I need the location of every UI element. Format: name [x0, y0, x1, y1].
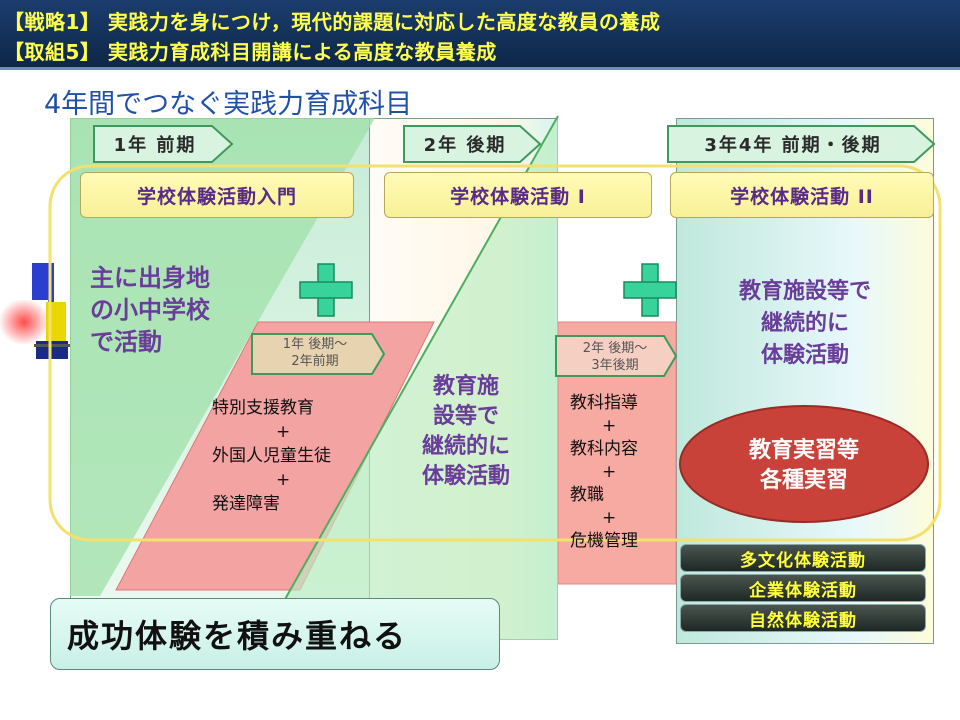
column-1-text-line: で活動: [90, 328, 162, 356]
list-item: 教科内容: [570, 439, 638, 459]
ribbon-year-3-4: 3年4年 前期・後期: [704, 135, 882, 156]
column-3-text-line: 教育施設等で: [738, 279, 871, 304]
tag-period-1-line: 1年 後期～: [282, 337, 348, 352]
tag-period-2-line: 2年 後期～: [582, 341, 648, 356]
oval-practicum: [679, 405, 929, 523]
column-1-text: 主に出身地 の小中学校 で活動: [90, 262, 210, 358]
list-plus: +: [276, 470, 291, 490]
column-1-text-line: 主に出身地: [90, 264, 210, 292]
pill-intro: 学校体験活動入門: [80, 172, 354, 218]
ribbon-arrow-1: [93, 125, 234, 163]
tag-period-2: 2年 後期～ 3年後期: [558, 340, 672, 374]
list-special-support: 特別支援教育 + 外国人児童生徒 + 発達障害: [212, 396, 382, 516]
tag-arrow-1: [251, 333, 386, 375]
column-3-text-line: 体験活動: [760, 343, 849, 368]
header-line-1: 【戦略1】 実践力を身につけ，現代的課題に対応した高度な教員の養成: [4, 10, 661, 34]
yellow-outline: [48, 164, 942, 542]
column-3-text: 教育施設等で 継続的に 体験活動: [700, 276, 910, 372]
tag-period-1-line: 2年前期: [291, 354, 339, 369]
list-subject-guidance: 教科指導 + 教科内容 + 教職 + 危機管理: [570, 392, 670, 553]
activity-nature: 自然体験活動: [680, 604, 926, 632]
ribbon-arrow-3: [667, 125, 936, 163]
plus-icon-2: [623, 263, 677, 317]
list-plus: +: [276, 422, 291, 442]
column-2-text: 教育施 設等で 継続的に 体験活動: [410, 372, 522, 492]
green-wedge-1: [70, 118, 375, 596]
oval-text-line: 教育実習等: [748, 438, 859, 463]
column-1-text-line: の小中学校: [90, 296, 210, 324]
pill-activity-1: 学校体験活動 I: [384, 172, 652, 218]
list-item: 教職: [570, 485, 604, 505]
oval-text: 教育実習等 各種実習: [700, 436, 908, 496]
ribbon-arrow-2: [403, 125, 542, 163]
list-item: 教科指導: [570, 393, 638, 413]
decor-red-glow: [0, 300, 48, 344]
tag-period-2-line: 3年後期: [591, 358, 639, 373]
header-line-2: 【取組5】 実践力育成科目開講による高度な教員養成: [4, 40, 497, 64]
plus-icon-1: [299, 263, 353, 317]
tag-arrow-2: [555, 335, 678, 377]
activity-multicultural: 多文化体験活動: [680, 544, 926, 572]
list-plus: +: [602, 416, 617, 436]
tag-period-1: 1年 後期～ 2年前期: [254, 336, 376, 370]
list-plus: +: [602, 462, 617, 482]
list-item: 外国人児童生徒: [212, 446, 331, 466]
ribbon-year-2: 2年 後期: [423, 135, 507, 156]
success-callout: 成功体験を積み重ねる: [50, 598, 500, 670]
ribbon-year-1: 1年 前期: [113, 135, 197, 156]
list-item: 危機管理: [570, 531, 638, 551]
list-plus: +: [602, 508, 617, 528]
column-2-text-line: 継続的に: [421, 434, 510, 459]
column-2-text-line: 体験活動: [421, 464, 510, 489]
subtitle: 4年間でつなぐ実践力育成科目: [44, 89, 413, 120]
list-item: 発達障害: [212, 494, 280, 514]
column-3-text-line: 継続的に: [760, 311, 849, 336]
list-item: 特別支援教育: [212, 398, 314, 418]
oval-text-line: 各種実習: [759, 468, 848, 493]
header-bar: 【戦略1】 実践力を身につけ，現代的課題に対応した高度な教員の養成 【取組5】 …: [0, 0, 960, 70]
column-2-text-line: 教育施: [432, 374, 499, 399]
column-2-text-line: 設等で: [432, 404, 499, 429]
activity-corporate: 企業体験活動: [680, 574, 926, 602]
pill-activity-2: 学校体験活動 II: [670, 172, 934, 218]
